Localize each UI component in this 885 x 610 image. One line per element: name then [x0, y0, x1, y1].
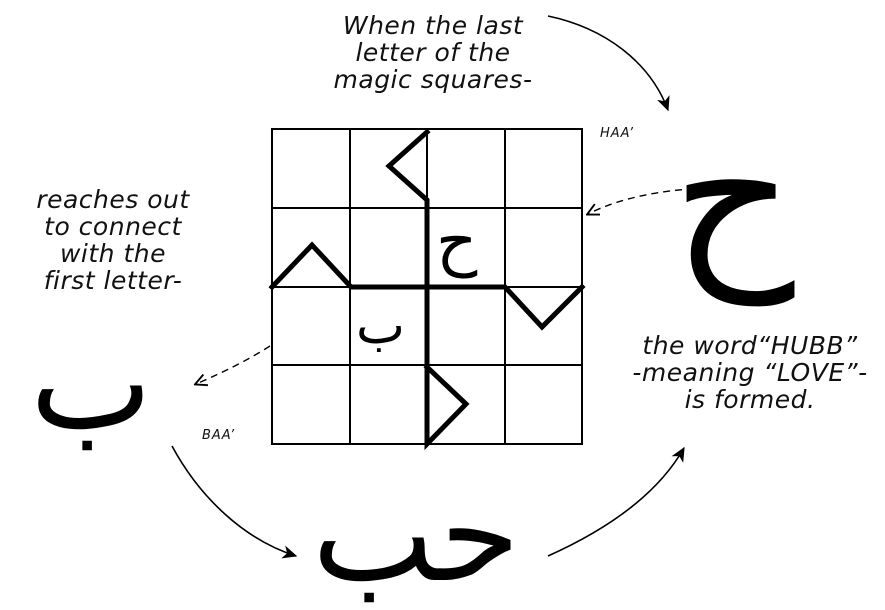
letter-haa-large: ح	[672, 100, 795, 290]
arrow-top-right	[548, 16, 668, 110]
annotation-right-line-1: the word“HUBB”	[620, 332, 880, 359]
annotation-top-line-2: letter of the	[328, 39, 538, 66]
annotation-right: the word“HUBB” -meaning “LOVE”- is forme…	[620, 332, 880, 413]
label-haa: HAA’	[600, 126, 634, 141]
arrow-bottom-left	[172, 446, 296, 556]
annotation-right-line-2: -meaning “LOVE”-	[620, 359, 880, 386]
letter-baa-in-grid: ب	[356, 300, 405, 352]
annotation-left-line-4: first letter-	[8, 267, 218, 294]
annotation-left: reaches out to connect with the first le…	[8, 186, 218, 294]
annotation-right-line-3: is formed.	[620, 386, 880, 413]
letter-haa-in-grid: ح	[436, 210, 477, 274]
letter-baa-large: ب	[30, 318, 152, 448]
annotation-left-line-3: with the	[8, 240, 218, 267]
annotation-left-line-2: to connect	[8, 213, 218, 240]
arrow-bottom-right	[548, 448, 684, 556]
word-hubb: حب	[312, 470, 520, 600]
annotation-top-line-1: When the last	[328, 12, 538, 39]
label-baa: BAA’	[202, 428, 235, 443]
annotation-top-line-3: magic squares-	[328, 66, 538, 93]
annotation-top: When the last letter of the magic square…	[328, 12, 538, 93]
dashed-arrow-to-baa	[196, 346, 270, 384]
annotation-left-line-1: reaches out	[8, 186, 218, 213]
